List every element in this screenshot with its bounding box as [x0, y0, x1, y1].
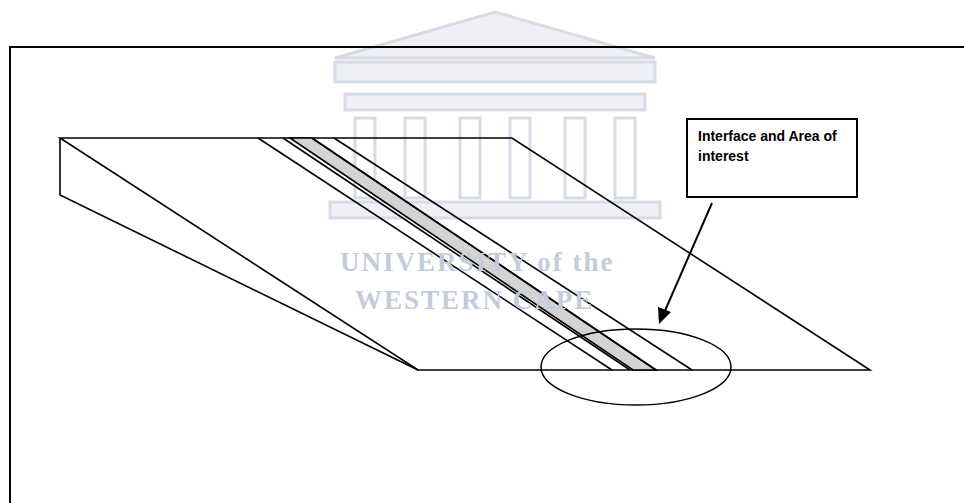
watermark-text: WESTERN CAPE	[355, 285, 594, 316]
leader-arrow	[658, 203, 712, 324]
interest-ellipse	[541, 329, 731, 405]
callout-box: Interface and Area of interest	[686, 118, 858, 198]
frame	[10, 47, 964, 503]
callout-text: Interface and Area of interest	[698, 126, 846, 166]
watermark-text: UNIVERSITY of the	[340, 247, 615, 278]
